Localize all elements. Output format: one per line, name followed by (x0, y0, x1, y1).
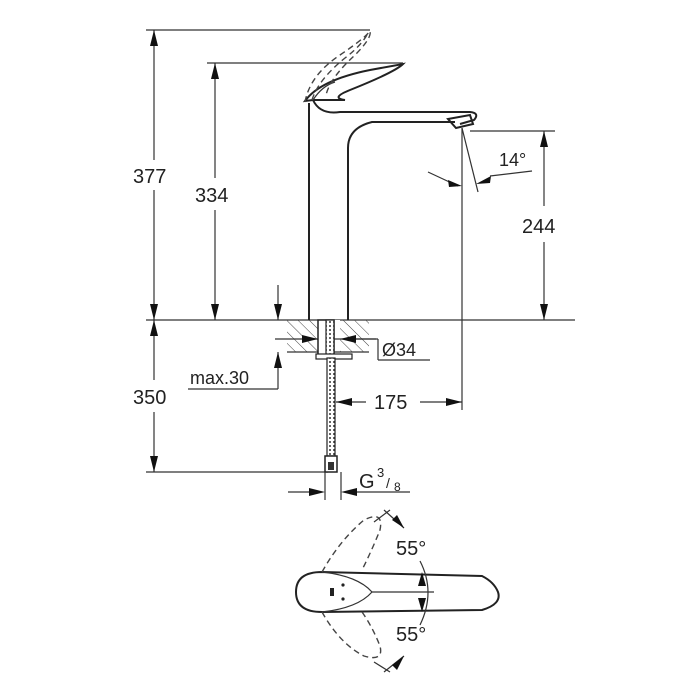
lever-open-dashed (304, 29, 371, 103)
dim-377: 377 (133, 29, 370, 320)
dim-max-30: max.30 (188, 285, 282, 390)
mounting-shank (315, 319, 353, 360)
dim-diameter-34: Ø34 (302, 335, 430, 361)
thread-slash: / (386, 475, 390, 491)
dim-rotation: 55° 55° (373, 509, 426, 673)
dim-334-label: 334 (195, 185, 228, 207)
lever-closed (302, 62, 406, 103)
dim-244-label: 244 (522, 216, 555, 238)
dim-diameter-label: Ø34 (382, 340, 416, 360)
faucet-body (308, 99, 478, 320)
dim-thread: G 3 / 8 (288, 465, 410, 500)
dim-244: 244 (470, 130, 555, 320)
flexible-hose (324, 357, 338, 473)
spout-angle-label: 14° (499, 150, 526, 170)
dim-350: 350 (133, 320, 328, 473)
spout-angle-indicator: 14° (427, 127, 533, 410)
dim-377-label: 377 (133, 166, 166, 188)
rotation-right-label: 55° (396, 624, 426, 646)
dim-350-label: 350 (133, 387, 166, 409)
thread-letter: G (359, 471, 375, 493)
top-view-lever (294, 560, 500, 626)
rotation-left-label: 55° (396, 538, 426, 560)
thread-denominator: 8 (394, 480, 401, 494)
dim-max-30-label: max.30 (190, 368, 249, 388)
dim-334: 334 (195, 62, 403, 320)
thread-numerator: 3 (377, 465, 384, 480)
dim-175: 175 (336, 392, 462, 414)
top-view-lever-rotated (321, 516, 382, 659)
dim-175-label: 175 (374, 392, 407, 414)
